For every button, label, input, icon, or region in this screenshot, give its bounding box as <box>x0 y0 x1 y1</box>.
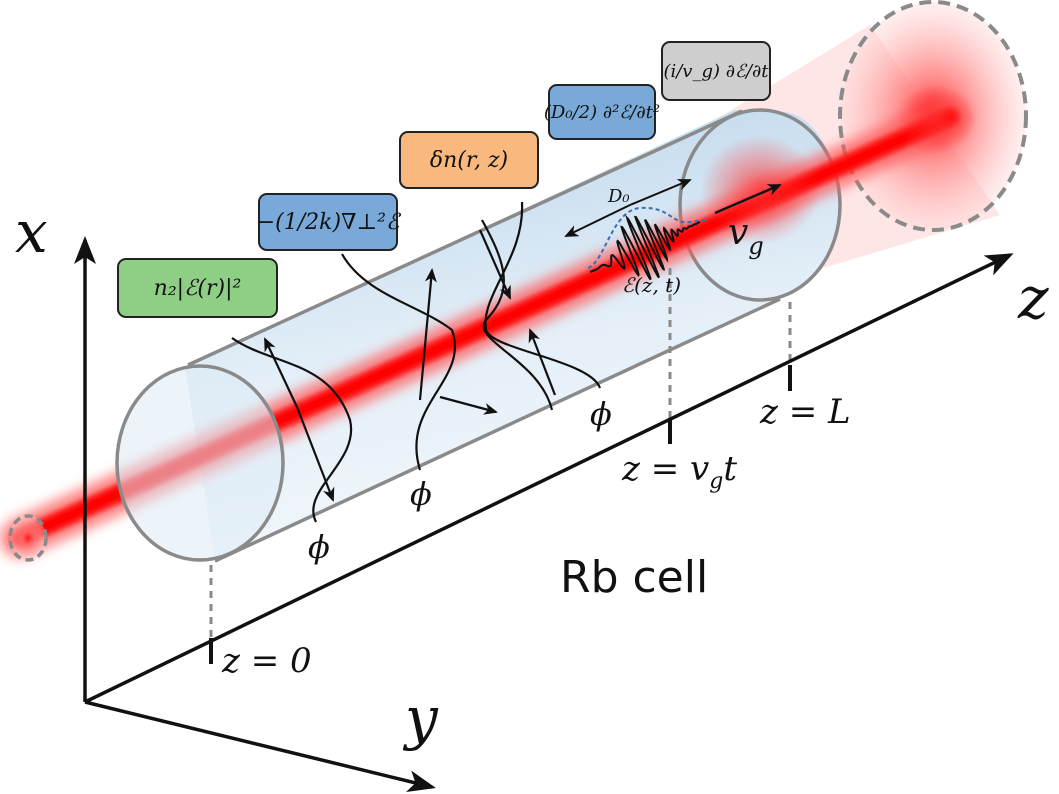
beam-glow-end <box>895 85 975 155</box>
cell-label: Rb cell <box>560 552 708 603</box>
phase-arrow-6 <box>528 328 557 396</box>
phase-arrow-3 <box>418 268 437 401</box>
axis-label-y: y <box>402 684 439 752</box>
cell-back-face <box>678 108 842 302</box>
group-velocity-term-box: (i/v_g) ∂ℰ/∂t <box>661 41 771 101</box>
z-axis <box>84 253 1014 704</box>
cell-top-edge <box>187 109 743 367</box>
y-axis <box>84 700 436 792</box>
input-beam-spot <box>8 514 48 562</box>
phase-curve-2 <box>341 253 456 471</box>
phase-label-3: ϕ <box>590 395 612 433</box>
label-vg: vg <box>728 212 764 260</box>
label-D0: D₀ <box>607 186 630 207</box>
cell-front-face <box>115 364 285 562</box>
drop-lines <box>209 268 792 655</box>
phase-label-1: ϕ <box>308 528 330 566</box>
dispersion-arrow-right <box>629 179 692 206</box>
phase-label-2: ϕ <box>410 475 432 513</box>
phase-arrow-4 <box>439 395 498 415</box>
pulse-oscillation <box>589 214 701 281</box>
coordinate-axes <box>74 236 1014 792</box>
axis-label-x: x <box>15 198 48 266</box>
label-pulse: ℰ(z, t) <box>622 273 681 297</box>
optical-pulse <box>564 179 782 281</box>
diffraction-term-box: −(1/2k)∇⊥²ℰ <box>257 193 399 251</box>
cell-bottom-edge <box>214 297 781 563</box>
beam-glow-center <box>700 135 820 245</box>
index-term-box: δn(r, z) <box>399 131 539 189</box>
group-velocity-arrow <box>714 183 782 215</box>
axis-label-z: z <box>1017 264 1049 332</box>
z-ticks <box>209 365 792 664</box>
phase-arrow-5 <box>478 229 512 300</box>
dispersion-arrow-left <box>564 204 631 237</box>
phase-curve-4 <box>484 201 602 389</box>
nonlinear-term-box: n₂|ℰ(r)|² <box>117 258 278 318</box>
phase-arrow-2 <box>295 406 335 502</box>
phase-arrow-1 <box>264 337 298 408</box>
dispersion-term-box: (D₀/2) ∂²ℰ/∂t² <box>544 84 660 140</box>
label-z0: z = 0 <box>221 641 312 681</box>
phase-curve-1 <box>231 337 353 523</box>
phase-curves <box>231 201 602 523</box>
label-zvg: z = vgt <box>621 449 737 494</box>
label-zL: z = L <box>759 392 851 432</box>
